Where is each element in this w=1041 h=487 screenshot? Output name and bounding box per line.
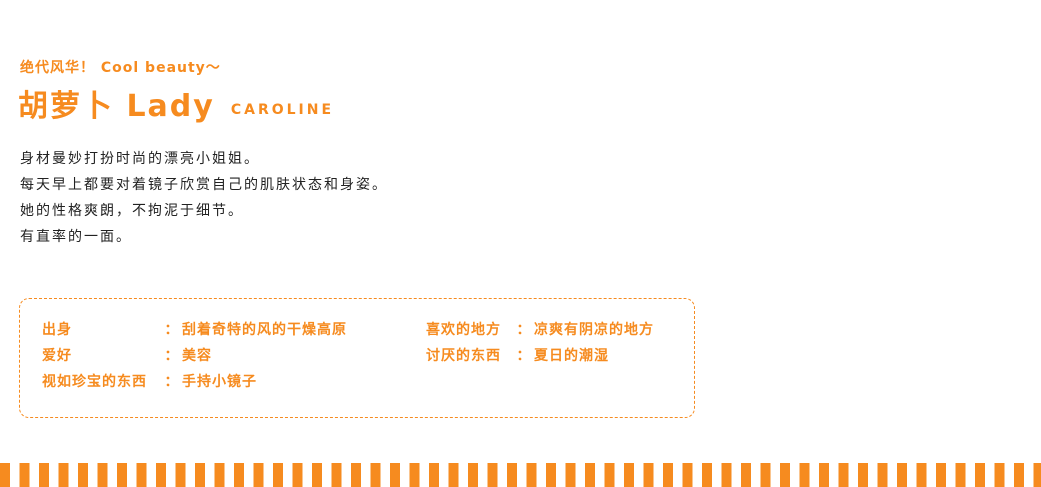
character-name-english: CAROLINE	[230, 102, 335, 118]
info-label: 讨厌的东西	[426, 348, 501, 364]
character-name: 胡萝卜 Lady	[18, 89, 215, 124]
info-label: 出身	[42, 322, 72, 338]
info-label: 爱好	[42, 348, 72, 364]
description-line: 有直率的一面。	[20, 229, 132, 245]
info-separator: ：	[516, 322, 532, 338]
info-separator: ：	[164, 322, 180, 338]
description-line: 每天早上都要对着镜子欣赏自己的肌肤状态和身姿。	[20, 177, 388, 193]
info-treasure: 视如珍宝的东西 ： 手持小镜子	[42, 372, 257, 392]
info-separator: ：	[516, 348, 532, 364]
info-value: 夏日的潮湿	[534, 348, 609, 364]
info-origin: 出身 ： 刮着奇特的风的干燥高原	[42, 320, 347, 340]
info-hobby: 爱好 ： 美容	[42, 346, 212, 366]
info-separator: ：	[164, 374, 180, 390]
character-name-row: 胡萝卜 Lady CAROLINE	[18, 85, 334, 125]
profile-info-box: 出身 ： 刮着奇特的风的干燥高原 爱好 ： 美容 视如珍宝的东西 ： 手持小镜子…	[19, 298, 695, 418]
info-value: 凉爽有阴凉的地方	[534, 322, 654, 338]
info-label: 视如珍宝的东西	[42, 374, 147, 390]
info-separator: ：	[164, 348, 180, 364]
character-description: 身材曼妙打扮时尚的漂亮小姐姐。 每天早上都要对着镜子欣赏自己的肌肤状态和身姿。 …	[20, 146, 388, 250]
info-dislike: 讨厌的东西 ： 夏日的潮湿	[426, 346, 609, 366]
info-label: 喜欢的地方	[426, 322, 501, 338]
decorative-stripe-border	[0, 463, 1041, 487]
description-line: 她的性格爽朗，不拘泥于细节。	[20, 203, 244, 219]
info-value: 手持小镜子	[182, 374, 257, 390]
description-line: 身材曼妙打扮时尚的漂亮小姐姐。	[20, 151, 260, 167]
info-favorite-place: 喜欢的地方 ： 凉爽有阴凉的地方	[426, 320, 654, 340]
info-value: 美容	[182, 348, 212, 364]
tagline: 绝代风华！ Cool beauty～	[20, 60, 221, 76]
info-value: 刮着奇特的风的干燥高原	[182, 322, 347, 338]
